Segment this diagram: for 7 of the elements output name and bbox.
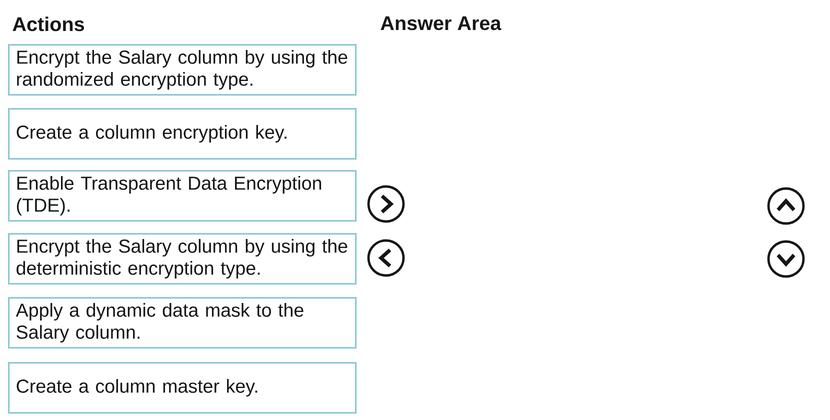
action-box: Apply a dynamic data mask to the Salary column. (8, 297, 357, 349)
action-box: Encrypt the Salary column by using the randomized encryption type. (8, 44, 357, 96)
action-box: Create a column encryption key. (8, 108, 357, 160)
action-box: Create a column master key. (8, 362, 357, 414)
action-box: Encrypt the Salary column by using the deterministic encryption type. (8, 233, 357, 285)
action-box: Enable Transparent Data Encryption (TDE). (8, 170, 357, 222)
heading: Answer Area (380, 16, 502, 30)
